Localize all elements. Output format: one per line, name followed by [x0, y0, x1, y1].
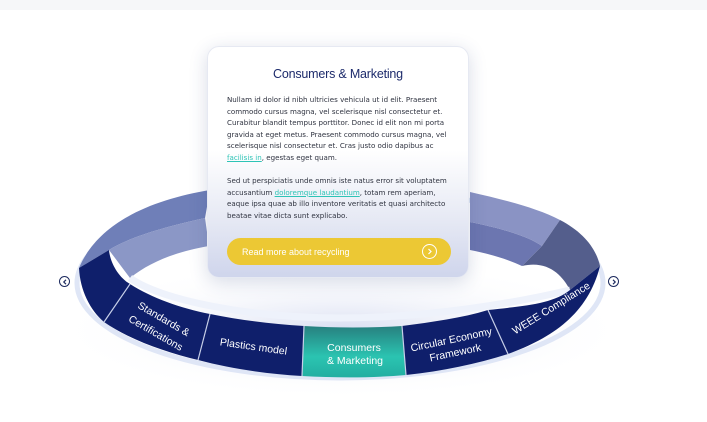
link-facilisis[interactable]: facilisis in	[227, 152, 262, 162]
wheel-segment-back-left[interactable]	[79, 190, 210, 268]
wheel-segment-back-right-2[interactable]	[470, 192, 560, 246]
segment-label-consumers-2: & Marketing	[327, 355, 383, 367]
read-more-button[interactable]: Read more about recycling	[227, 238, 451, 265]
card-paragraph-2: Sed ut perspiciatis unde omnis iste natu…	[227, 176, 447, 220]
card-title: Consumers & Marketing	[273, 67, 403, 81]
wheel-back	[79, 190, 600, 290]
chevron-right-icon	[612, 278, 616, 285]
card-paragraph-1: Nullam id dolor id nibh ultricies vehicu…	[227, 95, 447, 162]
wheel-segment-consumers[interactable]: Consumers & Marketing	[302, 326, 406, 378]
card-body: Nullam id dolor id nibh ultricies vehicu…	[227, 94, 451, 233]
wheel-segment-standards[interactable]: Standards & Certifications	[104, 284, 210, 360]
wheel-segment-back-right[interactable]	[470, 222, 542, 266]
chevron-left-icon	[62, 278, 66, 285]
link-doloremque[interactable]: doloremque laudantium	[274, 187, 360, 197]
wheel-segment-circular[interactable]: Circular Economy Framework	[402, 310, 508, 375]
wheel-front: Standards & Certifications Plastics mode…	[79, 250, 600, 378]
arrow-right-circle-icon	[422, 244, 437, 259]
top-strip	[0, 0, 707, 10]
read-more-label: Read more about recycling	[242, 246, 350, 257]
segment-label-consumers-1: Consumers	[327, 342, 381, 354]
next-button[interactable]	[608, 276, 619, 287]
info-card: Consumers & Marketing Nullam id dolor id…	[207, 46, 469, 278]
prev-button[interactable]	[59, 276, 70, 287]
wheel-segment-back-far-right[interactable]	[522, 220, 600, 290]
segment-dividers	[103, 283, 509, 377]
ring-inner-edge	[127, 275, 571, 322]
wheel-segment-plastics[interactable]: Plastics model	[198, 314, 304, 376]
wheel-segment-left-cap[interactable]	[79, 250, 130, 322]
wheel-segment-back-left-2[interactable]	[109, 218, 209, 278]
